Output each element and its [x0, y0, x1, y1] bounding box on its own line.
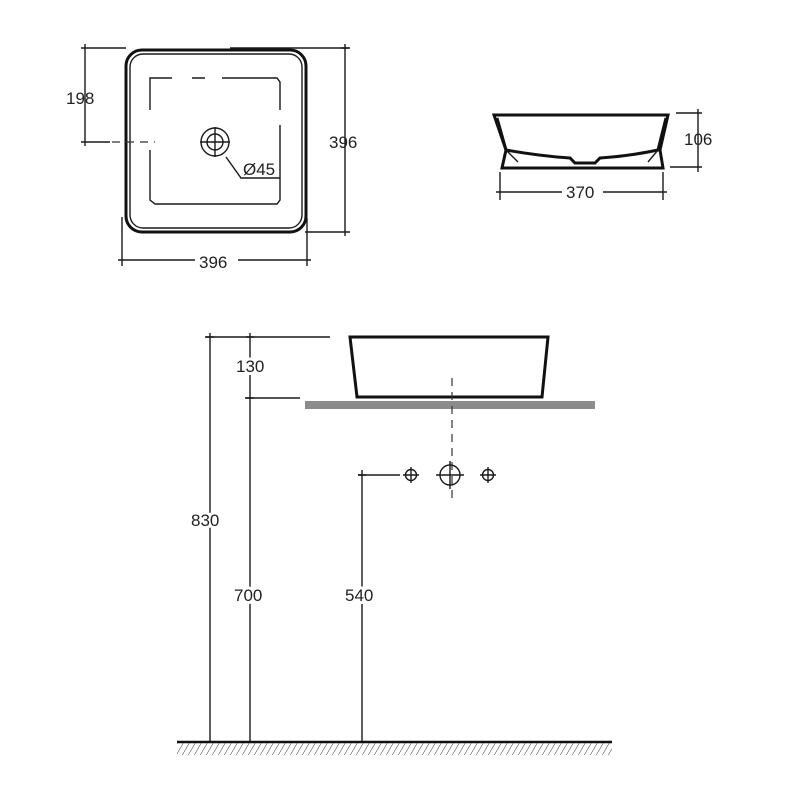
bowl-outline	[149, 77, 281, 205]
top-view: 198 396 396 Ø45	[66, 44, 357, 272]
fixing-point-left	[403, 467, 419, 483]
fixing-point-right	[480, 467, 496, 483]
floor-hatch	[177, 742, 612, 755]
countertop	[305, 401, 595, 409]
dim-total-height: 830	[191, 511, 219, 530]
basin-outline	[124, 48, 308, 234]
side-view: 106 370	[491, 109, 712, 202]
dim-side-height: 106	[684, 130, 712, 149]
dim-counter-height: 700	[234, 586, 262, 605]
side-profile	[491, 113, 670, 170]
dim-base-width: 370	[566, 183, 594, 202]
installation-elevation: 130 830 700 540	[177, 333, 612, 755]
basin-elevation	[348, 335, 550, 399]
dim-depth: 396	[329, 133, 357, 152]
dim-outlet-height: 540	[345, 586, 373, 605]
dim-width: 396	[199, 253, 227, 272]
dim-drain-diameter: Ø45	[243, 160, 275, 179]
dim-basin-height: 130	[236, 357, 264, 376]
dim-depth-to-center: 198	[66, 89, 94, 108]
drain-leader	[225, 156, 280, 179]
basin-inner-rim	[129, 53, 303, 229]
